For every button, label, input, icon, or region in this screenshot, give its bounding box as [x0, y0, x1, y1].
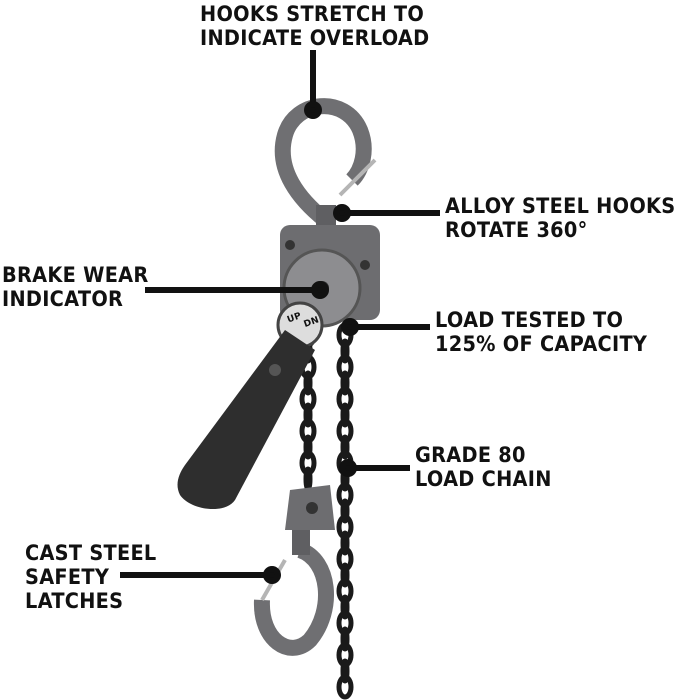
chain-link [340, 658, 350, 684]
callout-load-chain: GRADE 80 LOAD CHAIN [415, 443, 552, 491]
chain-link [340, 594, 350, 620]
callout-text: ROTATE 360° [445, 218, 588, 242]
lever-handle [177, 330, 315, 510]
callout-text: LOAD TESTED TO [435, 308, 624, 332]
callout-safety-latches: CAST STEEL SAFETY LATCHES [25, 541, 157, 613]
chain-link [340, 498, 350, 524]
callout-brake-wear: BRAKE WEAR INDICATOR [2, 263, 149, 311]
top-hook [274, 98, 377, 227]
chain-link [340, 370, 350, 396]
callout-text: INDICATE OVERLOAD [200, 26, 430, 50]
chain-link [340, 402, 350, 428]
callout-text: BRAKE WEAR [2, 263, 149, 287]
callout-load-tested: LOAD TESTED TO 125% OF CAPACITY [435, 308, 647, 356]
chain-link [303, 434, 313, 460]
chain-link [340, 626, 350, 652]
callout-hooks-stretch: HOOKS STRETCH TO INDICATE OVERLOAD [200, 2, 429, 50]
callout-lines [120, 50, 440, 584]
callout-text: 125% OF CAPACITY [435, 332, 648, 356]
chain-link [336, 674, 354, 700]
chain-link [340, 434, 350, 460]
callout-alloy-hooks: ALLOY STEEL HOOKS ROTATE 360° [445, 194, 675, 242]
chain-link [303, 466, 313, 492]
callout-text: CAST STEEL [25, 541, 157, 565]
chain-link [340, 530, 350, 556]
chain-link [303, 370, 313, 396]
callout-text: GRADE 80 [415, 443, 526, 467]
callout-text: HOOKS STRETCH TO [200, 2, 425, 26]
bottom-hook [253, 485, 335, 656]
chain-link [340, 338, 350, 364]
chain-link [303, 402, 313, 428]
chain-link [340, 562, 350, 588]
callout-text: SAFETY [25, 565, 110, 589]
callout-text: LOAD CHAIN [415, 467, 552, 491]
callout-text: LATCHES [25, 589, 124, 613]
callout-text: INDICATOR [2, 287, 124, 311]
callout-text: ALLOY STEEL HOOKS [445, 194, 676, 218]
